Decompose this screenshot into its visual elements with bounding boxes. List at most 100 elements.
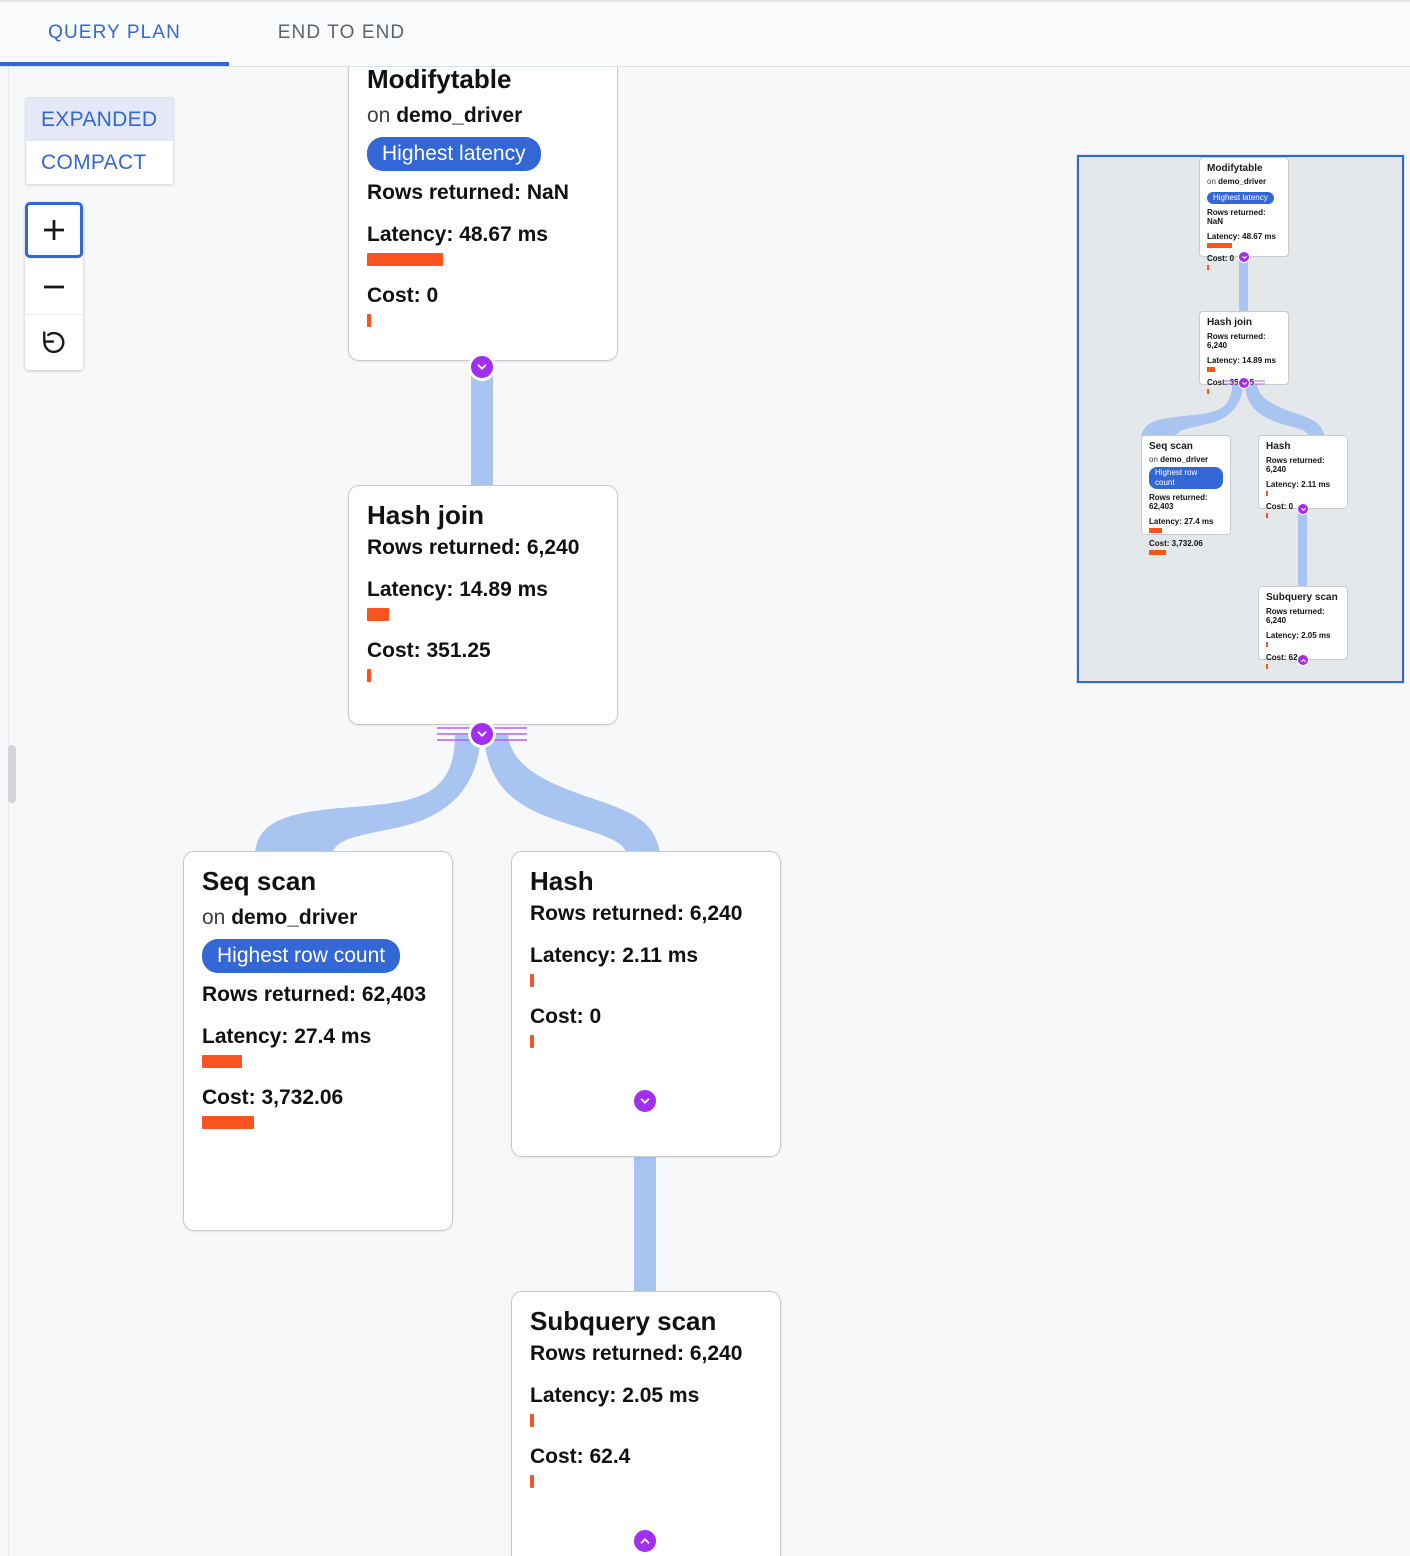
- node-seqscan-cost: Cost: 3,732.06: [202, 1086, 344, 1110]
- chevron-down-icon: [1241, 381, 1247, 385]
- node-subqueryscan[interactable]: Subquery scan Rows returned: 6,240 Laten…: [511, 1291, 781, 1556]
- node-modifytable-cost-bar: [367, 314, 371, 328]
- node-modifytable-latency: Latency: 48.67 ms: [367, 223, 548, 247]
- minimap-node-hashjoin-latency: Latency: 14.89 ms: [1207, 355, 1276, 365]
- minimap-node-hash[interactable]: Hash Rows returned: 6,240 Latency: 2.11 …: [1258, 435, 1348, 518]
- mode-option-compact[interactable]: COMPACT: [26, 141, 173, 184]
- node-hashjoin[interactable]: Hash join Rows returned: 6,240 Latency: …: [348, 485, 618, 725]
- minimap-node-seqscan-latency-bar: [1149, 528, 1162, 534]
- minimap-content: Modifytable on demo_driver Highest laten…: [1079, 157, 1402, 681]
- minimap-node-hash-toggle[interactable]: [1297, 503, 1309, 515]
- node-subqueryscan-latency-bar: [530, 1413, 534, 1427]
- minimap-node-modifytable-table: demo_driver: [1218, 176, 1267, 186]
- minimap-node-modifytable-on-prefix: on: [1207, 176, 1216, 186]
- node-modifytable-latency-bar: [367, 253, 443, 267]
- minimap-node-seqscan-badge: Highest row count: [1149, 466, 1223, 490]
- node-seqscan-rows: Rows returned: 62,403: [202, 983, 427, 1007]
- minus-icon: [44, 285, 64, 288]
- minimap-node-hashjoin-rows: Rows returned: 6,240: [1207, 331, 1266, 350]
- minimap-node-hashjoin[interactable]: Hash join Rows returned: 6,240 Latency: …: [1199, 311, 1289, 394]
- minimap-node-subqueryscan[interactable]: Subquery scan Rows returned: 6,240 Laten…: [1258, 586, 1348, 669]
- node-hashjoin-cost-bar: [367, 668, 371, 682]
- minimap-node-seqscan-latency: Latency: 27.4 ms: [1149, 517, 1214, 527]
- node-subqueryscan-rows: Rows returned: 6,240: [530, 1341, 743, 1365]
- minimap-node-hash-title: Hash: [1266, 441, 1291, 452]
- minimap-node-modifytable-latency-bar: [1207, 242, 1232, 248]
- chevron-down-icon: [477, 731, 487, 737]
- minimap-node-subqueryscan-toggle[interactable]: [1297, 654, 1309, 666]
- node-subqueryscan-expand-toggle[interactable]: [631, 1527, 659, 1555]
- zoom-in-button[interactable]: [25, 202, 83, 258]
- tab-end-to-end-label: END TO END: [277, 21, 406, 43]
- node-hash-rows: Rows returned: 6,240: [530, 901, 743, 925]
- minimap-node-subqueryscan-cost-bar: [1266, 663, 1268, 669]
- node-hashjoin-collapse-toggle[interactable]: [468, 720, 496, 748]
- minimap[interactable]: Modifytable on demo_driver Highest laten…: [1076, 154, 1405, 684]
- minimap-node-modifytable-rows: Rows returned: NaN: [1207, 207, 1266, 226]
- node-modifytable-badge: Highest latency: [367, 137, 541, 172]
- node-seqscan-cost-bar: [202, 1116, 254, 1130]
- node-hashjoin-rows: Rows returned: 6,240: [367, 535, 580, 559]
- tab-bar: QUERY PLAN END TO END: [0, 0, 1410, 67]
- minimap-node-seqscan-table: demo_driver: [1160, 454, 1209, 464]
- minimap-node-modifytable-subtitle: on demo_driver: [1207, 176, 1281, 187]
- edge-modifytable-hashjoin: [471, 363, 493, 491]
- node-seqscan-latency: Latency: 27.4 ms: [202, 1025, 372, 1049]
- node-hash-collapse-toggle[interactable]: [631, 1087, 659, 1115]
- node-modifytable-title: Modifytable: [367, 67, 512, 94]
- minimap-node-subqueryscan-title: Subquery scan: [1266, 592, 1338, 603]
- node-seqscan-table: demo_driver: [231, 905, 358, 929]
- chevron-up-icon: [640, 1538, 650, 1544]
- minimap-node-modifytable-toggle[interactable]: [1238, 251, 1250, 263]
- minimap-node-seqscan-on-prefix: on: [1149, 454, 1158, 464]
- graph-canvas[interactable]: Modifytable on demo_driver Highest laten…: [0, 67, 1410, 1556]
- chevron-down-icon: [640, 1098, 650, 1104]
- edge-hashjoin-seqscan: [255, 735, 481, 853]
- zoom-reset-button[interactable]: [25, 314, 83, 370]
- minimap-node-seqscan-rows: Rows returned: 62,403: [1149, 493, 1208, 512]
- node-hash-latency: Latency: 2.11 ms: [530, 943, 699, 967]
- canvas-left-rule: [8, 67, 9, 1556]
- node-hash-latency-bar: [530, 973, 534, 987]
- node-seqscan-subtitle: on demo_driver: [202, 902, 434, 934]
- minimap-node-seqscan[interactable]: Seq scan on demo_driver Highest row coun…: [1141, 435, 1231, 556]
- panel-drag-handle[interactable]: [8, 745, 16, 803]
- node-modifytable-subtitle: on demo_driver: [367, 100, 599, 132]
- node-seqscan-title: Seq scan: [202, 866, 317, 896]
- node-modifytable-collapse-toggle[interactable]: [468, 353, 496, 381]
- minimap-node-subqueryscan-latency-bar: [1266, 641, 1268, 647]
- node-modifytable-on-prefix: on: [367, 103, 391, 127]
- minimap-node-modifytable-cost-bar: [1207, 264, 1209, 270]
- minimap-node-subqueryscan-rows: Rows returned: 6,240: [1266, 606, 1325, 625]
- minimap-node-hashjoin-toggle[interactable]: [1238, 377, 1250, 389]
- tab-query-plan[interactable]: QUERY PLAN: [0, 0, 229, 65]
- node-modifytable[interactable]: Modifytable on demo_driver Highest laten…: [348, 67, 618, 361]
- node-seqscan[interactable]: Seq scan on demo_driver Highest row coun…: [183, 851, 453, 1231]
- minimap-node-subqueryscan-latency: Latency: 2.05 ms: [1266, 630, 1331, 640]
- node-subqueryscan-cost-bar: [530, 1474, 534, 1488]
- node-hashjoin-latency: Latency: 14.89 ms: [367, 577, 548, 601]
- node-hash-cost: Cost: 0: [530, 1004, 602, 1028]
- tab-active-indicator: [0, 62, 229, 66]
- edge-hashjoin-hash: [484, 735, 660, 853]
- node-subqueryscan-cost: Cost: 62.4: [530, 1444, 631, 1468]
- mode-option-expanded[interactable]: EXPANDED: [26, 98, 173, 141]
- node-modifytable-cost: Cost: 0: [367, 284, 439, 308]
- minimap-node-modifytable-badge: Highest latency: [1207, 191, 1274, 205]
- minimap-node-hashjoin-title: Hash join: [1207, 317, 1253, 328]
- mode-option-expanded-label: EXPANDED: [41, 107, 158, 131]
- zoom-out-button[interactable]: [25, 258, 83, 314]
- node-modifytable-rows: Rows returned: NaN: [367, 181, 569, 205]
- minimap-node-modifytable-latency: Latency: 48.67 ms: [1207, 231, 1276, 241]
- minimap-node-seqscan-subtitle: on demo_driver: [1149, 454, 1223, 465]
- layout-mode-toggle: EXPANDED COMPACT: [25, 97, 174, 185]
- minimap-node-seqscan-cost: Cost: 3,732.06: [1149, 539, 1203, 549]
- minimap-node-hash-rows: Rows returned: 6,240: [1266, 455, 1325, 474]
- minimap-node-hash-latency: Latency: 2.11 ms: [1266, 479, 1331, 489]
- node-hash-title: Hash: [530, 866, 594, 896]
- tab-end-to-end[interactable]: END TO END: [229, 0, 454, 65]
- minimap-node-modifytable[interactable]: Modifytable on demo_driver Highest laten…: [1199, 157, 1289, 270]
- minimap-node-subqueryscan-cost: Cost: 62.4: [1266, 652, 1305, 662]
- chevron-up-icon: [1300, 658, 1306, 662]
- minimap-node-hashjoin-cost-bar: [1207, 388, 1209, 394]
